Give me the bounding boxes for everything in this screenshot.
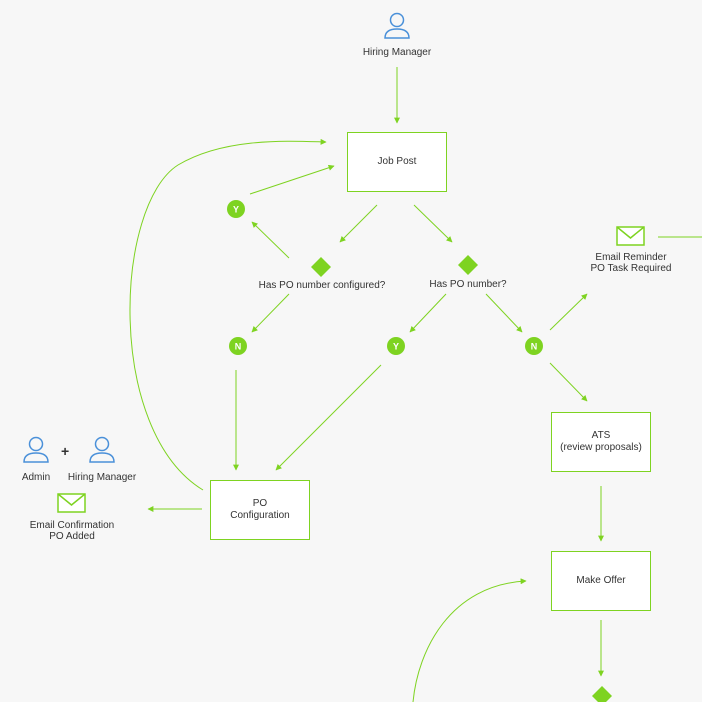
arrow-no-to-ats xyxy=(549,362,588,402)
envelope-icon xyxy=(57,493,86,513)
job-post-box[interactable] xyxy=(347,132,447,192)
job-post-label: Job Post xyxy=(377,156,417,167)
mail-icons xyxy=(57,226,645,513)
arrow-jobpost-to-decision2 xyxy=(413,204,453,243)
po-configuration-box[interactable] xyxy=(210,480,310,540)
arrow-decision2-to-yes xyxy=(409,293,447,333)
arrow-no-to-reminder xyxy=(549,293,588,331)
actor-label-hiring-manager: Hiring Manager xyxy=(362,47,432,58)
ats-box[interactable] xyxy=(551,412,651,472)
diamond-icon[interactable] xyxy=(458,255,478,275)
actor-label-admin: Admin xyxy=(21,472,51,483)
arrow-yes-to-poconfig xyxy=(275,364,382,471)
process-boxes xyxy=(210,132,651,611)
po-configuration-label: PO Configuration xyxy=(230,498,290,521)
curve-loop-to-makeoffer xyxy=(412,578,527,702)
actor-label-hiring-manager: Hiring Manager xyxy=(67,472,137,483)
arrow-decision1-to-no xyxy=(251,293,290,333)
no-badge[interactable]: N xyxy=(525,337,543,355)
decision-label-po-number: Has PO number? xyxy=(429,279,507,290)
svg-text:N: N xyxy=(235,342,242,352)
diamond-icon[interactable] xyxy=(311,257,331,277)
curve-poconfig-to-jobpost xyxy=(129,138,327,491)
arrow-jobpost-to-decision1 xyxy=(339,204,378,243)
arrow-decision1-to-yes xyxy=(251,221,290,259)
person-icons xyxy=(23,12,410,463)
person-icon xyxy=(23,436,49,463)
ats-label: ATS (review proposals) xyxy=(560,430,642,453)
make-offer-box[interactable] xyxy=(551,551,651,611)
plus-sign: + xyxy=(61,443,70,459)
svg-text:Y: Y xyxy=(233,205,239,215)
decision-diamonds xyxy=(311,255,612,702)
arrow-yes-to-jobpost xyxy=(249,164,335,195)
person-icon xyxy=(89,436,115,463)
make-offer-label: Make Offer xyxy=(576,575,626,586)
envelope-icon xyxy=(616,226,645,246)
no-badge[interactable]: N xyxy=(229,337,247,355)
connectors xyxy=(129,67,702,702)
svg-text:Y: Y xyxy=(393,342,399,352)
email-confirmation-label: Email Confirmation PO Added xyxy=(29,520,115,542)
person-icon xyxy=(384,12,410,39)
diamond-icon[interactable] xyxy=(592,686,612,702)
email-reminder-label: Email Reminder PO Task Required xyxy=(590,252,672,274)
yes-badge[interactable]: Y xyxy=(227,200,245,218)
yes-badge[interactable]: Y xyxy=(387,337,405,355)
arrow-decision2-to-no xyxy=(485,293,523,333)
svg-text:N: N xyxy=(531,342,538,352)
decision-label-po-configured: Has PO number configured? xyxy=(258,280,386,291)
badges: Y N Y N xyxy=(227,200,543,355)
